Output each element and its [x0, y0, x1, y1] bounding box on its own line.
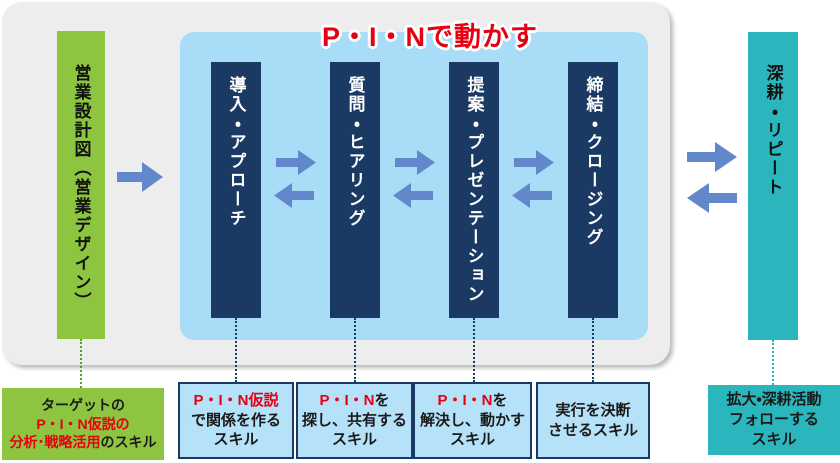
arrow-left-icon: [274, 182, 314, 209]
arrow-right-icon: [687, 141, 737, 173]
repeat-bar: 深耕・リピート: [748, 32, 798, 340]
connector-line-hearing: [354, 318, 356, 382]
skill-box-solve-line3: スキル: [449, 431, 495, 449]
skill-box-followup-line2: フォローする: [728, 411, 819, 429]
skill-box-relationship-line3: スキル: [213, 431, 259, 449]
arrow-left-icon: [687, 182, 737, 214]
skill-box-target-line1: ターゲットの: [41, 397, 125, 414]
skill-box-decision-line1: 実行を決断: [555, 401, 631, 419]
step-bar-approach: 導入・アプローチ: [211, 62, 261, 318]
skill-box-solve-line2: 解決し、動かす: [419, 411, 525, 429]
skill-box-share: P・I・Nを 探し、共有する スキル: [296, 382, 413, 459]
skill-box-share-line1: P・I・Nを: [319, 391, 390, 409]
skill-box-target: ターゲットの P・I・N仮説の 分析･戦略活用のスキル: [2, 388, 164, 460]
repeat-bar-label: 深耕・リピート: [763, 64, 783, 197]
arrow-right-icon: [395, 149, 435, 176]
skill-box-share-line2: 探し、共有する: [301, 411, 407, 429]
step-bar-closing: 締結・クロージング: [568, 62, 618, 318]
skill-box-relationship-line2: で関係を作る: [190, 411, 281, 429]
sales-design-bar: 営業設計図（営業デザイン）: [57, 31, 105, 339]
step-bar-presentation-label: 提案・プレゼンテーション: [464, 76, 484, 304]
arrow-right-icon: [276, 149, 316, 176]
skill-box-followup: 拡大・深耕活動 フォローする スキル: [708, 385, 840, 455]
skill-box-decision: 実行を決断 させるスキル: [536, 382, 650, 459]
skill-box-followup-line3: スキル: [751, 430, 797, 448]
step-bar-hearing: 質問・ヒアリング: [330, 62, 380, 318]
step-bar-approach-label: 導入・アプローチ: [226, 76, 246, 228]
skill-box-target-line3: 分析･戦略活用のスキル: [9, 434, 157, 451]
sales-design-bar-label: 営業設計図（営業デザイン）: [71, 64, 91, 311]
skill-box-solve-line1: P・I・Nを: [437, 391, 508, 409]
connector-line-target: [80, 339, 82, 388]
step-bar-closing-label: 締結・クロージング: [583, 76, 603, 247]
skill-box-target-line2: P・I・N仮説の: [36, 415, 130, 432]
connector-line-followup: [772, 340, 774, 385]
skill-box-share-line3: スキル: [331, 431, 377, 449]
arrow-left-icon: [512, 182, 552, 209]
arrow-right-icon: [117, 161, 163, 193]
connector-line-approach: [235, 318, 237, 382]
connector-line-presentation: [473, 318, 475, 382]
connector-line-closing: [592, 318, 594, 382]
step-bar-hearing-label: 質問・ヒアリング: [345, 76, 365, 228]
pin-title: P・I・Nで動かす: [321, 22, 538, 52]
skill-box-solve: P・I・Nを 解決し、動かす スキル: [413, 382, 532, 459]
arrow-right-icon: [514, 149, 554, 176]
skill-box-relationship-line1: P・I・N仮説: [193, 391, 279, 409]
skill-box-decision-line2: させるスキル: [547, 421, 638, 439]
arrow-left-icon: [393, 182, 433, 209]
skill-box-relationship: P・I・N仮説 で関係を作る スキル: [178, 382, 294, 459]
step-bar-presentation: 提案・プレゼンテーション: [449, 62, 499, 318]
skill-box-followup-line1: 拡大・深耕活動: [726, 391, 822, 409]
